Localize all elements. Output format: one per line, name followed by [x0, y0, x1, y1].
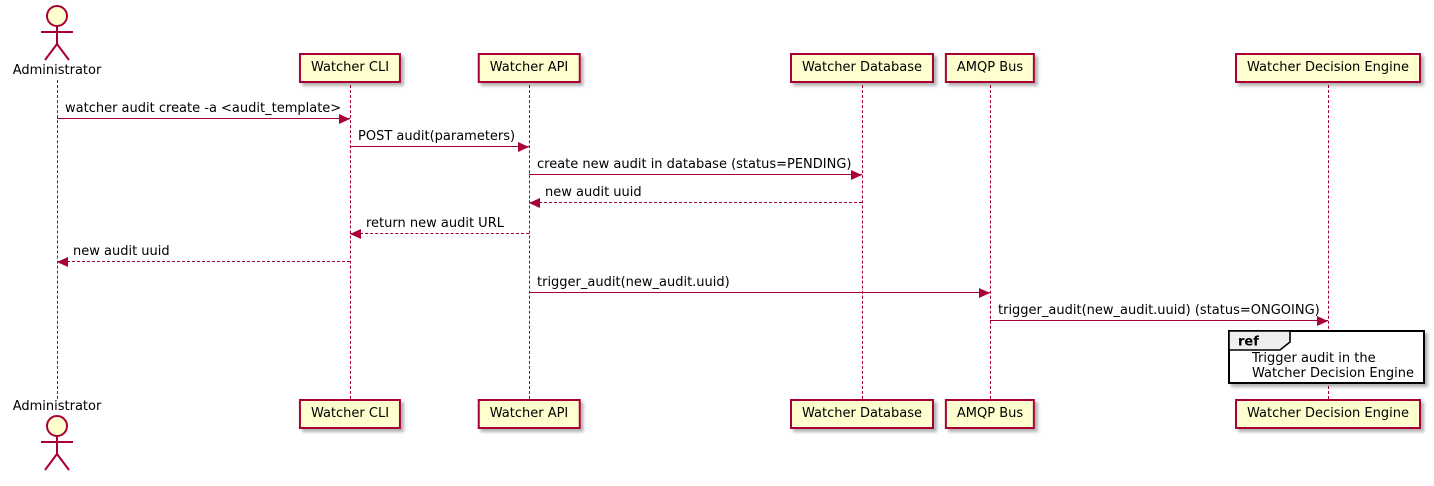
actor-label-administrator-bottom: Administrator — [12, 399, 102, 414]
message-label-8: trigger_audit(new_audit.uuid) (status=ON… — [998, 303, 1320, 318]
message-label-1: watcher audit create -a <audit_template> — [65, 101, 342, 116]
arrow-head-icon — [979, 288, 990, 298]
participant-watcher-api-bottom: Watcher API — [477, 399, 581, 429]
lifeline-watcher-decision-engine — [1328, 80, 1329, 399]
arrow-head-icon — [339, 114, 350, 124]
message-label-3: create new audit in database (status=PEN… — [537, 157, 852, 172]
lifeline-watcher-api — [529, 80, 530, 399]
participant-watcher-cli-bottom: Watcher CLI — [298, 399, 402, 429]
actor-icon — [35, 4, 79, 62]
arrow-head-icon — [350, 229, 361, 239]
arrow-head-icon — [529, 198, 540, 208]
message-line-7 — [529, 292, 990, 293]
lifeline-watcher-database — [862, 80, 863, 399]
message-line-4 — [529, 202, 862, 203]
message-label-6: new audit uuid — [73, 244, 170, 259]
participant-watcher-cli-top: Watcher CLI — [298, 53, 402, 83]
message-line-6 — [57, 261, 350, 262]
actor-label-administrator-top: Administrator — [12, 63, 102, 78]
message-label-7: trigger_audit(new_audit.uuid) — [537, 275, 730, 290]
message-line-3 — [529, 174, 862, 175]
message-line-8 — [990, 320, 1328, 321]
arrow-head-icon — [518, 142, 529, 152]
message-label-2: POST audit(parameters) — [358, 129, 516, 144]
message-line-1 — [57, 118, 350, 119]
participant-amqp-bus-bottom: AMQP Bus — [944, 399, 1036, 429]
participant-watcher-database-bottom: Watcher Database — [790, 399, 934, 429]
message-line-2 — [350, 146, 529, 147]
participant-watcher-decision-engine-top: Watcher Decision Engine — [1235, 53, 1421, 83]
participant-watcher-database-top: Watcher Database — [790, 53, 934, 83]
arrow-head-icon — [1317, 316, 1328, 326]
ref-text-line: Watcher Decision Engine — [1252, 366, 1414, 381]
participant-watcher-decision-engine-bottom: Watcher Decision Engine — [1235, 399, 1421, 429]
lifeline-administrator — [57, 80, 58, 399]
ref-tab-icon: ref — [1228, 330, 1291, 351]
message-label-5: return new audit URL — [366, 216, 504, 231]
svg-text:ref: ref — [1238, 335, 1259, 350]
arrow-head-icon — [57, 257, 68, 267]
message-line-5 — [350, 233, 529, 234]
lifeline-amqp-bus — [990, 80, 991, 399]
participant-watcher-api-top: Watcher API — [477, 53, 581, 83]
lifeline-watcher-cli — [350, 80, 351, 399]
message-label-4: new audit uuid — [545, 185, 642, 200]
stick-figure-icon — [41, 415, 73, 471]
actor-icon — [35, 414, 79, 472]
ref-text-line: Trigger audit in the — [1252, 351, 1376, 366]
arrow-head-icon — [851, 170, 862, 180]
stick-figure-icon — [41, 5, 73, 61]
participant-amqp-bus-top: AMQP Bus — [944, 53, 1036, 83]
